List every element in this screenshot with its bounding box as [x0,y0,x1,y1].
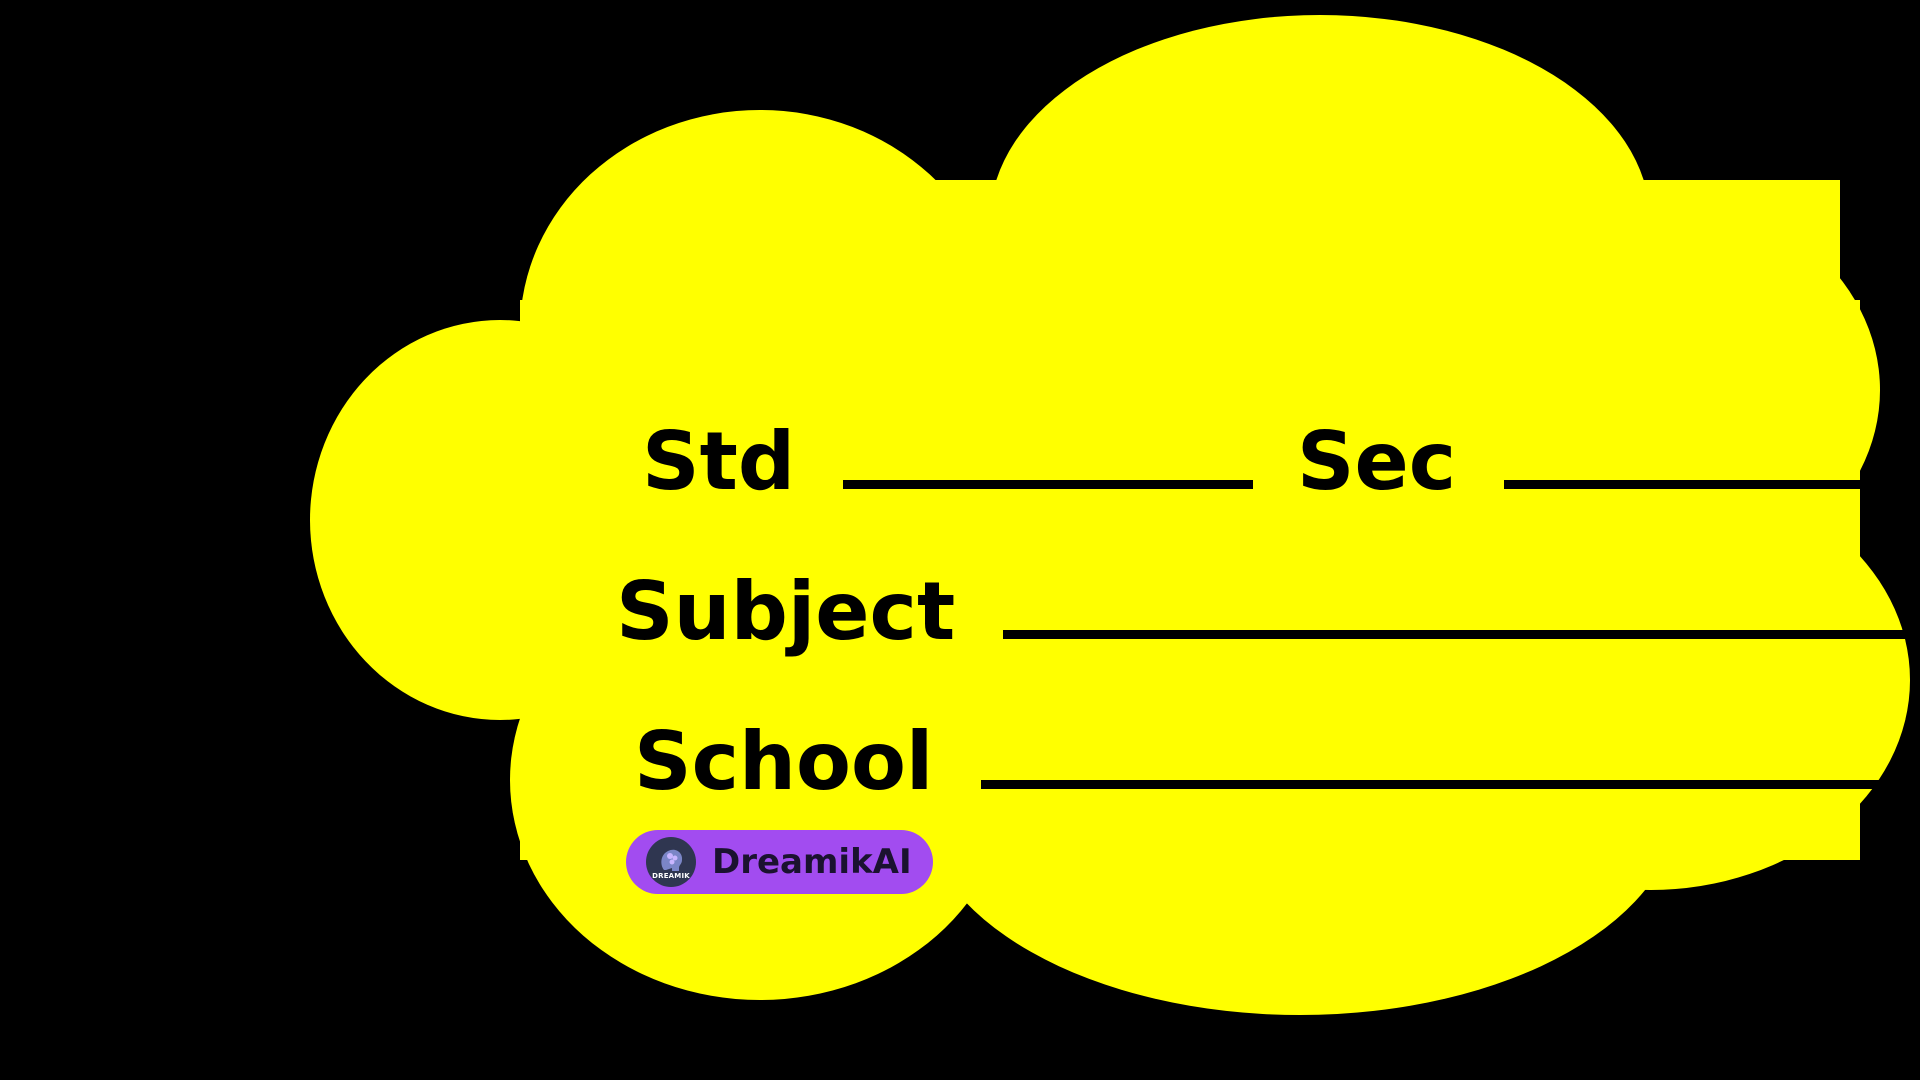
std-sec-row: Std Sec [642,420,1920,502]
subject-label: Subject [616,565,956,658]
badge-name: DreamikAI [712,842,912,882]
subject-blank[interactable] [1003,570,1914,639]
subject-row: Subject [616,565,1914,658]
std-label: Std [642,415,796,508]
sec-label: Sec [1296,415,1457,508]
sec-blank[interactable] [1504,420,1920,489]
school-blank[interactable] [981,720,1892,789]
brain-head-icon: DREAMIK [646,837,696,887]
std-blank[interactable] [842,420,1253,489]
badge-logo-text: DREAMIK [652,872,690,880]
school-label: School [634,715,934,808]
school-row: School [634,715,1892,808]
dreamik-badge: DREAMIK DreamikAI [626,830,933,894]
